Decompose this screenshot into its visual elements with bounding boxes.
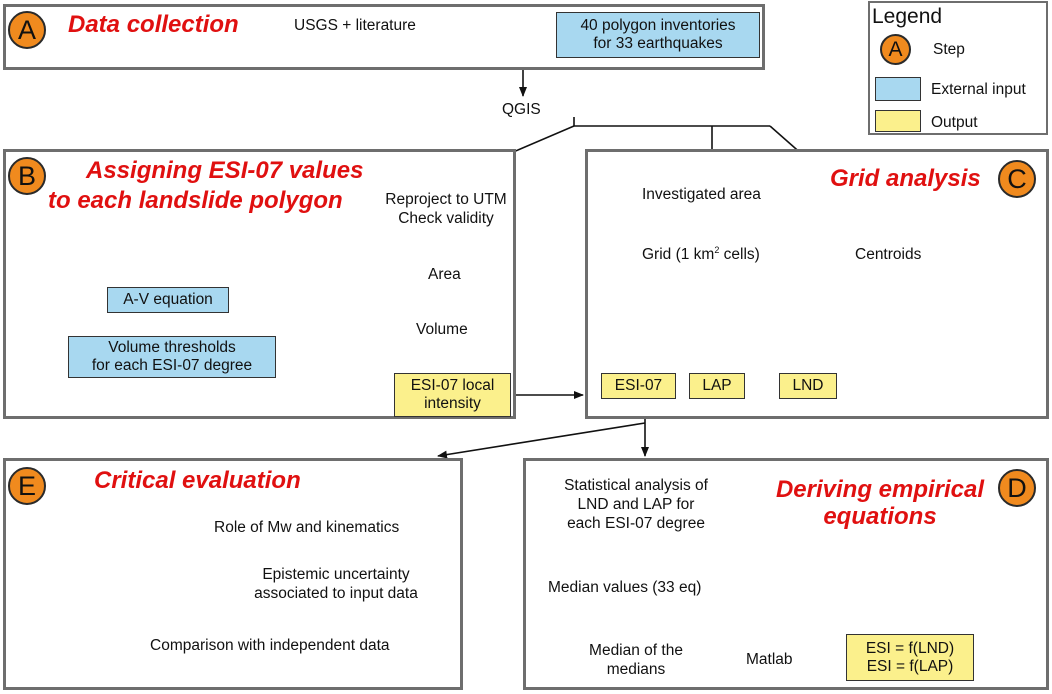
legend-external-swatch xyxy=(875,77,921,101)
reproject-check-label: Reproject to UTM Check validity xyxy=(360,190,532,228)
step-e-marker: E xyxy=(8,467,46,505)
polygon-inventories-line1: 40 polygon inventories xyxy=(580,17,736,34)
polygon-inventories-box: 40 polygon inventories for 33 earthquake… xyxy=(556,12,760,58)
esi07-output-box: ESI-07 xyxy=(601,373,676,399)
legend-title: Legend xyxy=(872,5,943,28)
volume-thresholds-line2: for each ESI-07 degree xyxy=(91,357,253,374)
esi-local-intensity-box: ESI-07 local intensity xyxy=(394,373,511,417)
arrow-c-to-e xyxy=(437,422,646,459)
volume-thresholds-line1: Volume thresholds xyxy=(108,339,236,356)
legend-external-label: External input xyxy=(931,81,1026,98)
matlab-label: Matlab xyxy=(746,651,793,668)
qgis-branch-line xyxy=(573,117,770,127)
step-c-marker: C xyxy=(998,160,1036,198)
panel-e-critical-evaluation xyxy=(3,458,463,690)
panel-d-title: Deriving empirical equations xyxy=(775,476,985,530)
investigated-area-label: Investigated area xyxy=(642,186,761,203)
step-b-marker: B xyxy=(8,157,46,195)
area-label: Area xyxy=(428,266,461,283)
panel-b-title-line2: to each landslide polygon xyxy=(48,187,343,214)
centroids-label: Centroids xyxy=(855,246,922,263)
volume-label: Volume xyxy=(416,321,468,338)
comparison-label: Comparison with independent data xyxy=(150,637,390,654)
role-mw-label: Role of Mw and kinematics xyxy=(214,519,400,536)
panel-a-title: Data collection xyxy=(68,11,239,38)
step-a-marker: A xyxy=(8,11,46,49)
volume-thresholds-box: Volume thresholds for each ESI-07 degree xyxy=(68,336,276,378)
qgis-label: QGIS xyxy=(502,101,541,118)
panel-c-title: Grid analysis xyxy=(830,165,981,192)
usgs-literature-label: USGS + literature xyxy=(294,17,416,34)
lnd-output-box: LND xyxy=(779,373,837,399)
av-equation-box: A-V equation xyxy=(107,287,229,313)
median-of-medians-label: Median of the medians xyxy=(589,642,683,678)
av-equation-text: A-V equation xyxy=(123,291,213,308)
panel-b-title-line1: Assigning ESI-07 values xyxy=(86,157,364,184)
panel-e-title: Critical evaluation xyxy=(94,467,301,494)
epistemic-uncertainty-label: Epistemic uncertainty associated to inpu… xyxy=(254,566,418,602)
legend-step-label: Step xyxy=(933,41,965,58)
esi-local-line1: ESI-07 local xyxy=(410,377,495,394)
legend-output-swatch xyxy=(875,110,921,132)
reproject-line2: Check validity xyxy=(398,210,494,227)
reproject-line1: Reproject to UTM xyxy=(385,191,507,208)
polygon-inventories-line2: for 33 earthquakes xyxy=(593,35,723,52)
esi-equations-box: ESI = f(LND) ESI = f(LAP) xyxy=(846,634,974,681)
legend-step-icon: A xyxy=(880,34,911,65)
median-values-label: Median values (33 eq) xyxy=(548,579,702,596)
statistical-analysis-label: Statistical analysis of LND and LAP for … xyxy=(564,477,708,532)
lap-output-box: LAP xyxy=(689,373,745,399)
step-d-marker: D xyxy=(998,469,1036,507)
grid-cells-label: Grid (1 km2 cells) xyxy=(642,244,760,263)
legend-output-label: Output xyxy=(931,114,978,131)
esi-local-line2: intensity xyxy=(424,395,481,412)
